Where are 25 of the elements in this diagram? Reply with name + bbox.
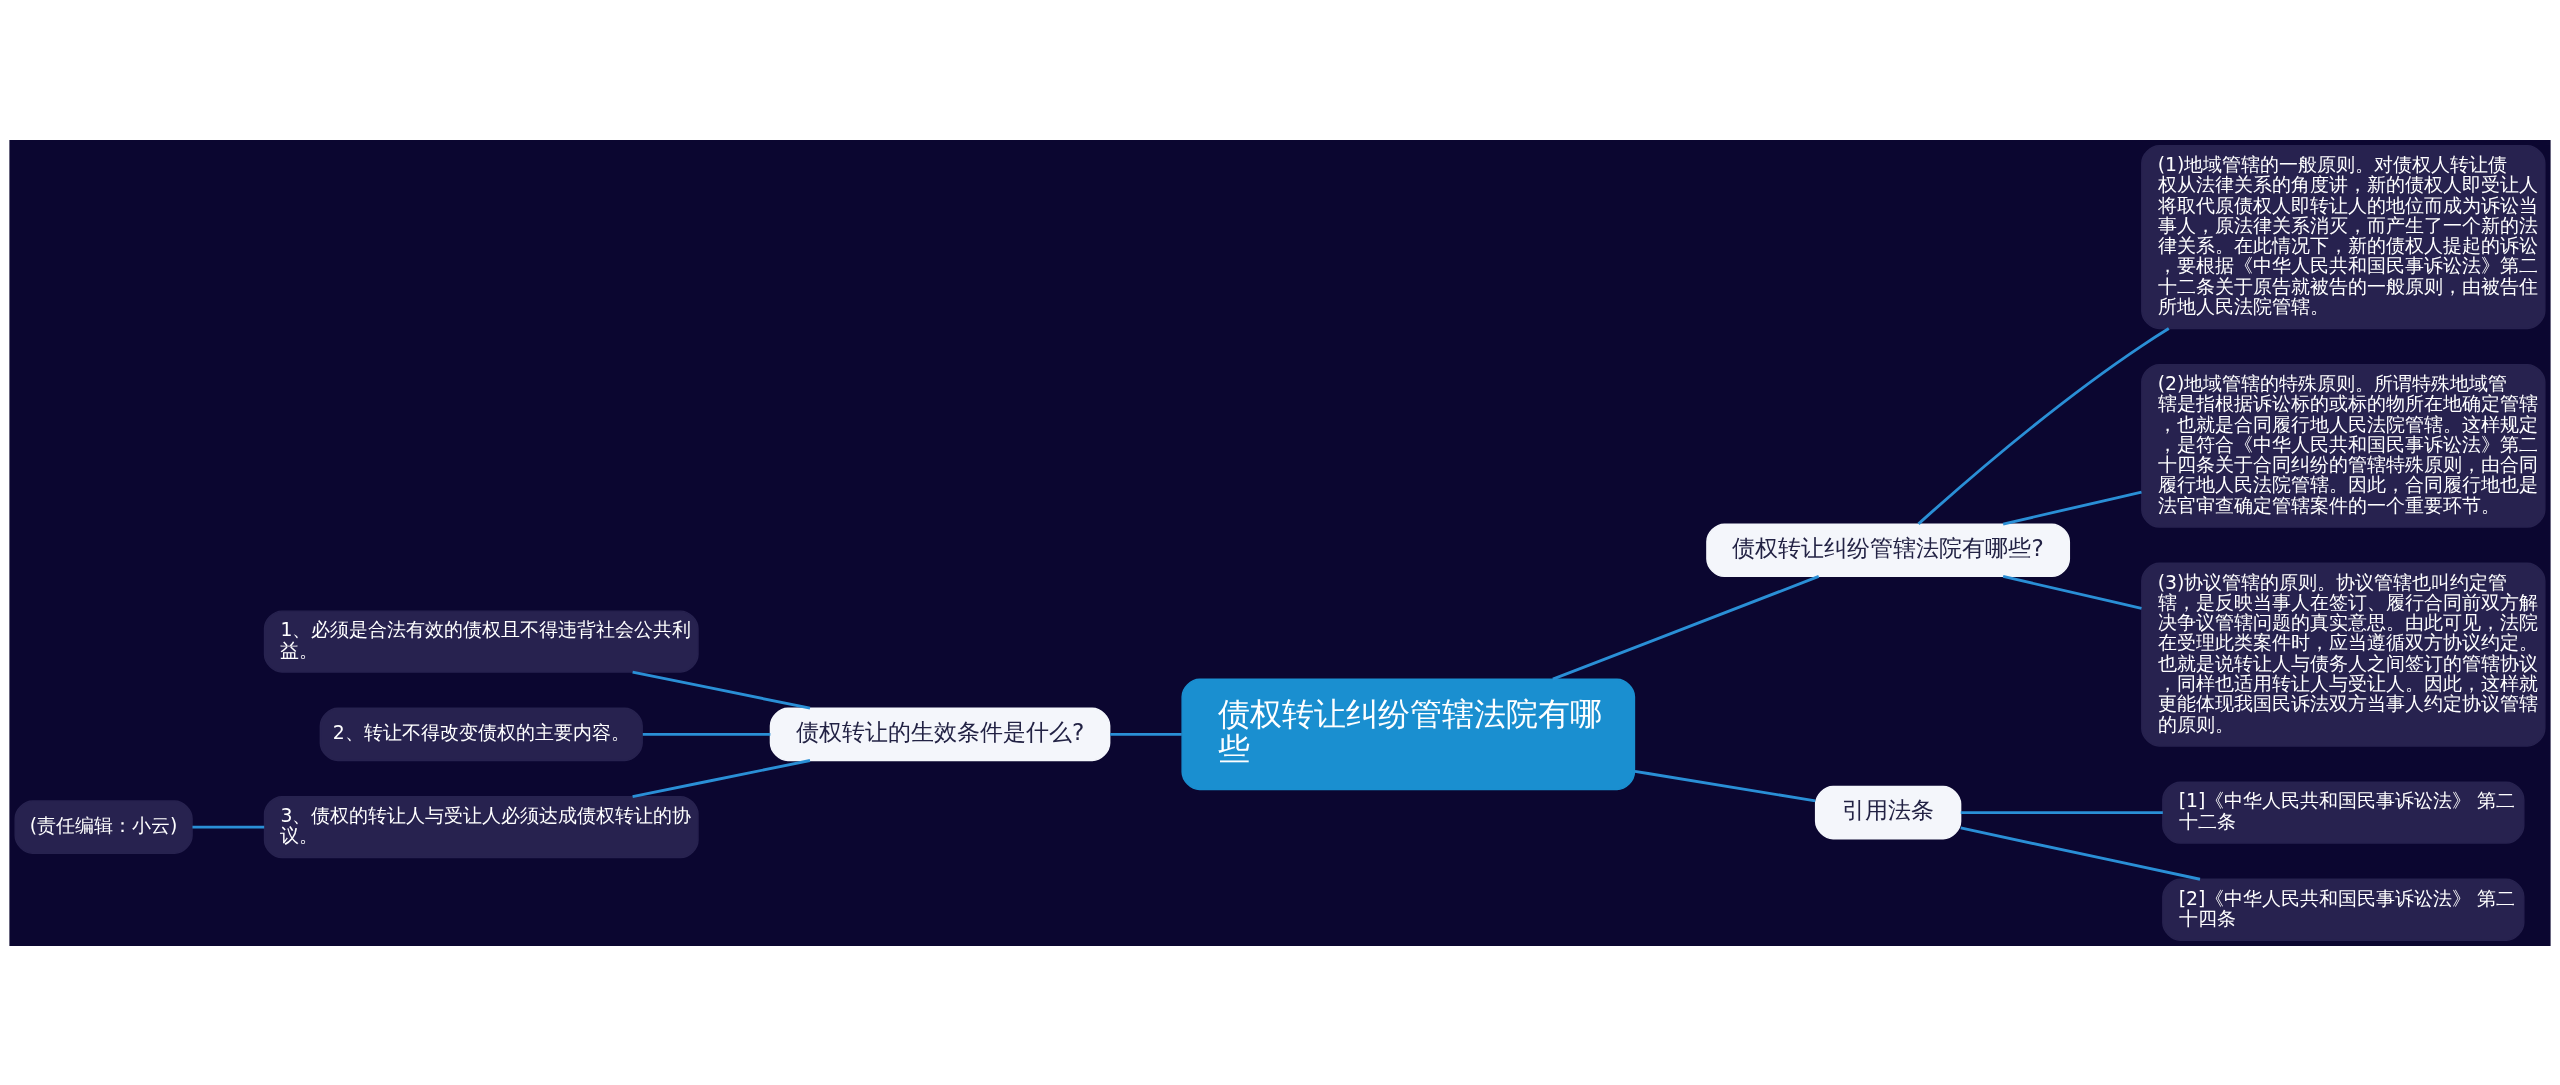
connector	[192, 825, 265, 829]
connector	[1634, 769, 1816, 802]
connector	[632, 670, 811, 710]
connector	[2002, 490, 2142, 525]
connector	[1552, 574, 1820, 680]
node-box: (2)地域管辖的特殊原则。所谓特殊地域管辖是指根据诉讼标的或标的物所在地确定管辖，也就是合同履行地人民法院管辖。这样规定，是符合《中华人民共和国民事诉讼法》第二十四条关于合同纠纷的管辖特殊原则，由合同履行地人民法院管辖。因此，合同履行地也是法官审查确定管辖案件的一个重要环节。	[2141, 363, 2546, 528]
node-box: 3、债权的转让人与受让人必须达成债权转让的协议。	[263, 795, 699, 858]
node-box: (3)协议管辖的原则。协议管辖也叫约定管辖，是反映当事人在签订、履行合同前双方解决争议管辖问题的真实意思。由此可见，法院在受理此类案件时，应当遵循双方协议约定。也就是说转让人与债务人之间签订的管辖协议，同样也适用转让人与受让人。因此，这样就更能体现我国民诉法双方当事人约定协议管辖的原则。	[2141, 562, 2546, 747]
node-box: 2、转让不得改变债权的主要内容。	[319, 707, 643, 761]
node-box: (责任编辑：小云)	[14, 799, 193, 854]
node-box: [2]《中华人民共和国民事诉讼法》 第二十四条	[2162, 878, 2525, 941]
connector	[1917, 326, 2170, 525]
node-box: [1]《中华人民共和国民事诉讼法》 第二十二条	[2162, 780, 2525, 844]
node-box: 债权转让的生效条件是什么?	[769, 707, 1111, 761]
node-box: 1、必须是合法有效的债权且不得违背社会公共利益。	[263, 609, 699, 673]
node-box: 引用法条	[1814, 785, 1962, 839]
node-box: 债权转让纠纷管辖法院有哪些	[1181, 678, 1636, 790]
node-box: (1)地域管辖的一般原则。对债权人转让债权从法律关系的角度讲，新的债权人即受让人将取代原债权人即转让人的地位而成为诉讼当事人，原法律关系消灭，而产生了一个新的法律关系。在此情况下，新的债权人提起的诉讼，要根据《中华人民共和国民事诉讼法》第二十二条关于原告就被告的一般原则，由被告住所地人民法院管辖。	[2141, 144, 2546, 329]
connector	[1110, 732, 1182, 736]
node-box: 债权转让纠纷管辖法院有哪些?	[1706, 522, 2071, 577]
connector	[1960, 810, 2163, 814]
connector	[1960, 826, 2201, 881]
connector	[2002, 574, 2142, 610]
connector	[632, 758, 811, 798]
connector	[642, 732, 771, 736]
